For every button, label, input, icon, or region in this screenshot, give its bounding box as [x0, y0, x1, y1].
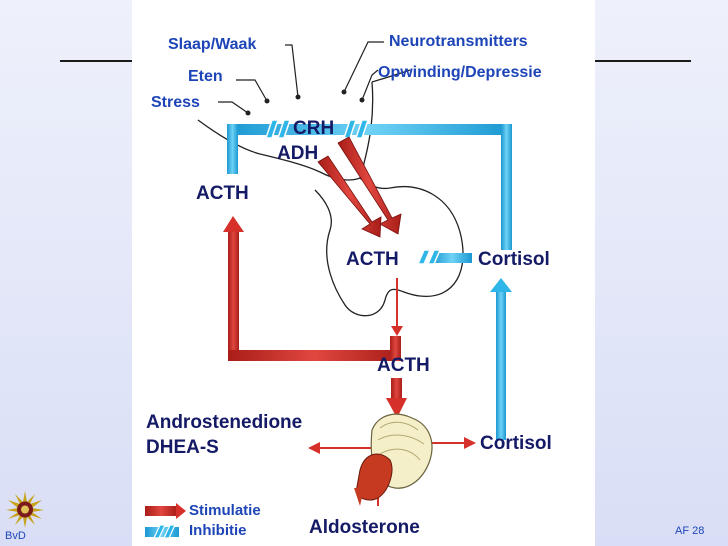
label-acth-adrenal: ACTH [377, 355, 430, 376]
legend-stimulatie-label: Stimulatie [189, 502, 261, 519]
label-stress: Stress [151, 94, 200, 111]
input-dots [245, 89, 365, 116]
university-logo [6, 491, 44, 528]
footer-author: BvD [5, 530, 26, 542]
label-eten: Eten [188, 68, 223, 85]
pituitary-to-adrenal-arrow [386, 278, 407, 418]
label-acth-pituitary: ACTH [346, 249, 399, 270]
cortisol-feedback-loop [227, 124, 512, 440]
inhibition-marks [264, 119, 442, 265]
legend-stimulation-swatch [145, 503, 186, 519]
adrenal-gland [354, 413, 433, 506]
label-opwinding-depressie: Opwinding/Depressie [378, 64, 542, 81]
label-crh: CRH [293, 118, 335, 139]
label-dhea-s: DHEA-S [146, 437, 219, 458]
legend-inhibition-swatch [145, 524, 179, 539]
crh-stimulation-arrows [317, 136, 402, 238]
brain-outline [197, 69, 464, 317]
footer-slide-number: AF 28 [675, 525, 705, 537]
label-adh: ADH [277, 143, 319, 164]
input-leader-lines [218, 41, 384, 114]
label-acth-left: ACTH [196, 183, 249, 204]
label-cortisol-top: Cortisol [478, 249, 550, 270]
acth-feedback-loop [223, 216, 401, 361]
arrowhead-cortisol [464, 437, 476, 449]
diagram-panel [132, 0, 595, 546]
slide-rule-left [60, 60, 132, 62]
arrowhead-androgens [308, 442, 320, 454]
label-neurotransmitters: Neurotransmitters [389, 33, 528, 50]
label-aldosterone: Aldosterone [309, 517, 420, 538]
legend-inhibitie-label: Inhibitie [189, 522, 247, 539]
slide-rule-right [595, 60, 691, 62]
label-cortisol-bottom: Cortisol [480, 433, 552, 454]
label-androstenedione: Androstenedione [146, 412, 303, 433]
label-slaap-waak: Slaap/Waak [168, 36, 257, 53]
